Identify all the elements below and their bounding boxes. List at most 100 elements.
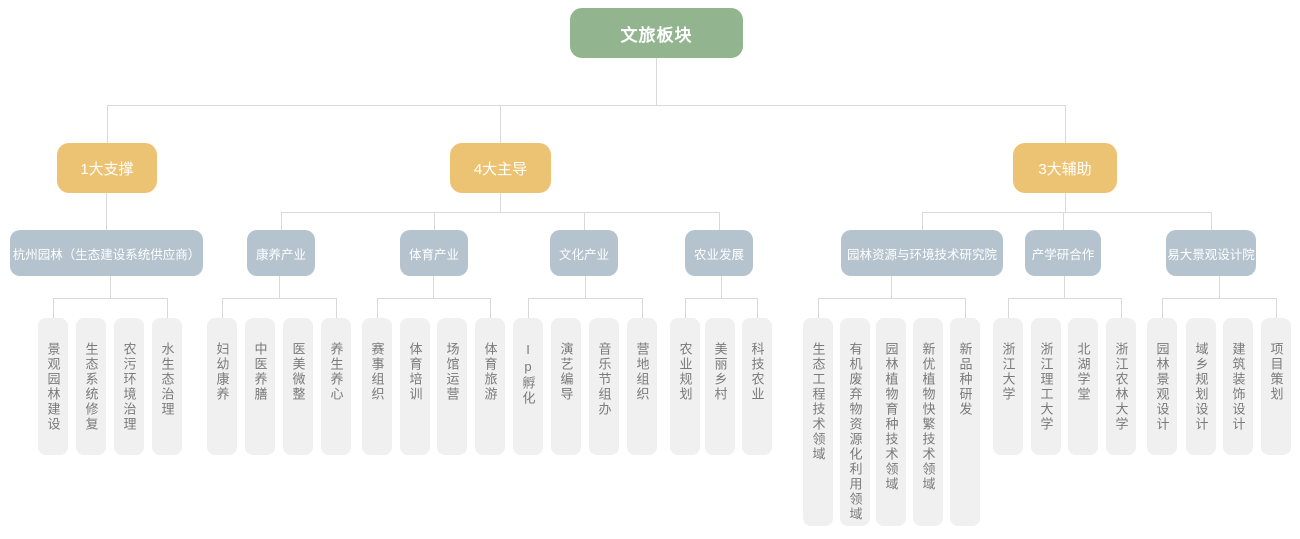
leaf-label: 北湖学堂 (1075, 342, 1091, 402)
leaf-node: 浙江大学 (993, 318, 1023, 455)
leaf-node: 浙江农林大学 (1106, 318, 1136, 455)
leaf-node: 水生态治理 (152, 318, 182, 455)
connector-line (721, 276, 722, 298)
connector-line (1008, 298, 1009, 318)
dept-node-industry-academia: 产学研合作 (1025, 230, 1101, 276)
dept-node-agriculture: 农业发展 (685, 230, 753, 276)
connector-line (528, 298, 642, 299)
leaf-label: 浙江农林大学 (1113, 342, 1129, 432)
leaf-node: 赛事组织 (362, 318, 392, 455)
leaf-node: 演艺编导 (551, 318, 581, 455)
connector-line (377, 298, 378, 318)
dept-node-sports-industry: 体育产业 (400, 230, 468, 276)
dept-node-yida-design: 易大景观设计院 (1166, 230, 1256, 276)
dept-node-research-institute: 园林资源与环境技术研究院 (841, 230, 1003, 276)
connector-line (281, 212, 719, 213)
leaf-label: 营地组织 (634, 342, 650, 402)
connector-line (500, 193, 501, 212)
connector-line (1064, 276, 1065, 298)
connector-line (922, 212, 923, 230)
connector-line (107, 105, 108, 143)
leaf-node: 北湖学堂 (1068, 318, 1098, 455)
connector-line (167, 298, 168, 318)
leaf-node: 生态系统修复 (76, 318, 106, 455)
connector-line (719, 212, 720, 230)
leaf-label: 项目策划 (1268, 342, 1284, 402)
leaf-node: 妇幼康养 (207, 318, 237, 455)
leaf-label: 新品种研发 (957, 342, 973, 417)
leaf-node: 生态工程技术领域 (803, 318, 833, 526)
connector-line (1162, 298, 1163, 318)
branch-node-support: 1大支撑 (57, 143, 157, 193)
connector-line (1063, 212, 1064, 230)
connector-line (818, 298, 965, 299)
leaf-label: 浙江大学 (1000, 342, 1016, 402)
connector-line (642, 298, 643, 318)
leaf-node: 营地组织 (627, 318, 657, 455)
leaf-label: 有机废弃物资源化利用领域 (847, 342, 863, 522)
leaf-label: 演艺编导 (558, 342, 574, 402)
connector-line (1276, 298, 1277, 318)
connector-line (528, 298, 529, 318)
leaf-node: 农业规划 (670, 318, 700, 455)
leaf-label: 养生养心 (328, 342, 344, 402)
branch-node-leading: 4大主导 (450, 143, 551, 193)
leaf-node: 浙江理工大学 (1031, 318, 1061, 455)
connector-line (222, 298, 223, 318)
connector-line (685, 298, 686, 318)
dept-node-culture-industry: 文化产业 (550, 230, 618, 276)
connector-line (106, 193, 107, 230)
dept-node-health-industry: 康养产业 (247, 230, 315, 276)
connector-line (818, 298, 819, 318)
leaf-label: 美丽乡村 (712, 342, 728, 402)
leaf-label: 农业规划 (677, 342, 693, 402)
leaf-label: 建筑装饰设计 (1230, 342, 1246, 432)
branch-node-auxiliary: 3大辅助 (1013, 143, 1117, 193)
connector-line (490, 298, 491, 318)
leaf-node: 场馆运营 (437, 318, 467, 455)
leaf-label: 赛事组织 (369, 342, 385, 402)
leaf-label: 水生态治理 (159, 342, 175, 417)
connector-line (1121, 298, 1122, 318)
leaf-label: 新优植物快繁技术领域 (920, 342, 936, 492)
connector-line (1219, 276, 1220, 298)
leaf-node: 科技农业 (742, 318, 772, 455)
connector-line (1008, 298, 1121, 299)
leaf-node: 有机废弃物资源化利用领域 (840, 318, 870, 526)
leaf-node: 体育培训 (400, 318, 430, 455)
leaf-node: 域乡规划设计 (1186, 318, 1216, 455)
leaf-label: 中医养膳 (252, 342, 268, 402)
connector-line (584, 212, 585, 230)
connector-line (433, 276, 434, 298)
leaf-label: 体育培训 (407, 342, 423, 402)
leaf-label: 域乡规划设计 (1193, 342, 1209, 432)
leaf-node: 园林景观设计 (1147, 318, 1177, 455)
leaf-node: 音乐节组办 (589, 318, 619, 455)
leaf-node: 景观园林建设 (38, 318, 68, 455)
leaf-label: 妇幼康养 (214, 342, 230, 402)
connector-line (336, 298, 337, 318)
connector-line (685, 298, 757, 299)
leaf-label: 生态系统修复 (83, 342, 99, 432)
connector-line (377, 298, 490, 299)
leaf-node: 养生养心 (321, 318, 351, 455)
connector-line (1211, 212, 1212, 230)
leaf-label: 农污环境治理 (121, 342, 137, 432)
connector-line (222, 298, 336, 299)
connector-line (585, 276, 586, 298)
leaf-label: 科技农业 (749, 342, 765, 402)
leaf-label: Ip孵化 (520, 342, 536, 406)
connector-line (53, 298, 54, 318)
leaf-label: 体育旅游 (482, 342, 498, 402)
leaf-node: 新优植物快繁技术领域 (913, 318, 943, 526)
dept-node-hangzhou-garden: 杭州园林（生态建设系统供应商） (10, 230, 203, 276)
leaf-label: 景观园林建设 (45, 342, 61, 432)
connector-line (965, 298, 966, 318)
connector-line (110, 276, 111, 298)
connector-line (500, 105, 501, 143)
leaf-node: 医美微整 (283, 318, 313, 455)
leaf-label: 园林植物育种技术领域 (883, 342, 899, 492)
connector-line (281, 212, 282, 230)
leaf-node: 园林植物育种技术领域 (876, 318, 906, 526)
leaf-node: 中医养膳 (245, 318, 275, 455)
